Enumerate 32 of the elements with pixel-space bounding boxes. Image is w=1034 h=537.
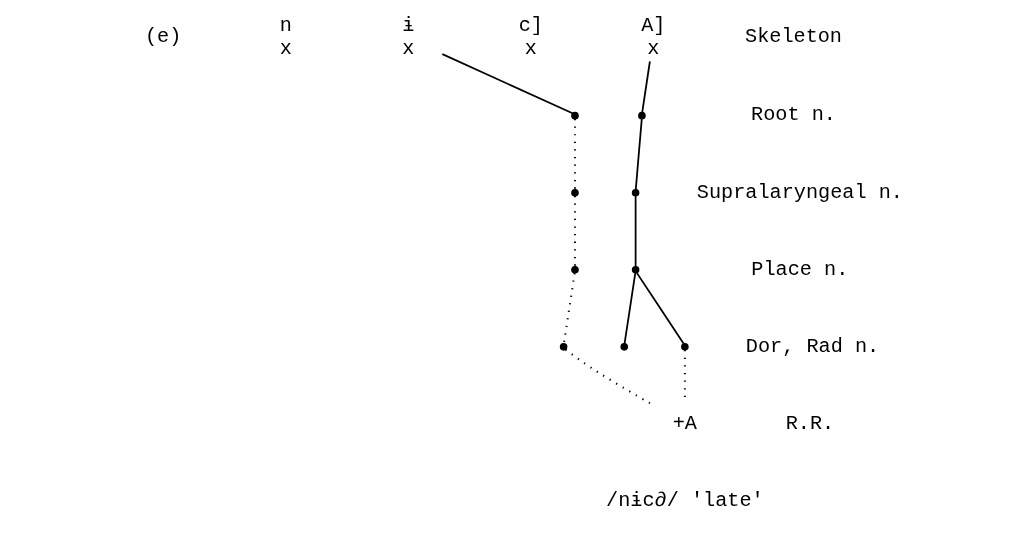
label: Root n.	[750, 103, 836, 127]
label: (e)	[144, 25, 181, 49]
node-circle	[570, 265, 579, 274]
connector	[635, 272, 684, 345]
node-text: ɨ x	[401, 13, 414, 60]
connector	[640, 60, 651, 114]
node-text: A] x	[640, 13, 665, 60]
connector	[441, 53, 573, 115]
connector	[623, 272, 636, 345]
node-text: n x	[279, 13, 292, 60]
node-circle	[680, 343, 689, 351]
node-circle	[631, 265, 639, 274]
node-circle	[570, 111, 579, 120]
connector	[573, 119, 576, 190]
node-circle	[631, 188, 639, 197]
label: /nɨc∂/ 'late'	[605, 488, 764, 512]
connector	[573, 196, 576, 267]
connector	[634, 118, 643, 191]
node-text: c] x	[518, 13, 543, 60]
connector	[562, 273, 576, 344]
label: R.R.	[785, 411, 834, 435]
node-circle	[637, 111, 646, 120]
node-text: +A	[672, 411, 697, 435]
connector	[634, 195, 636, 268]
label: Place n.	[750, 257, 848, 281]
label: Dor, Rad n.	[745, 334, 879, 358]
label: Skeleton	[744, 25, 842, 49]
node-circle	[570, 188, 579, 197]
connector	[564, 348, 651, 405]
node-circle	[559, 343, 567, 351]
label: Supralaryngeal n.	[696, 180, 903, 204]
node-circle	[619, 343, 628, 351]
